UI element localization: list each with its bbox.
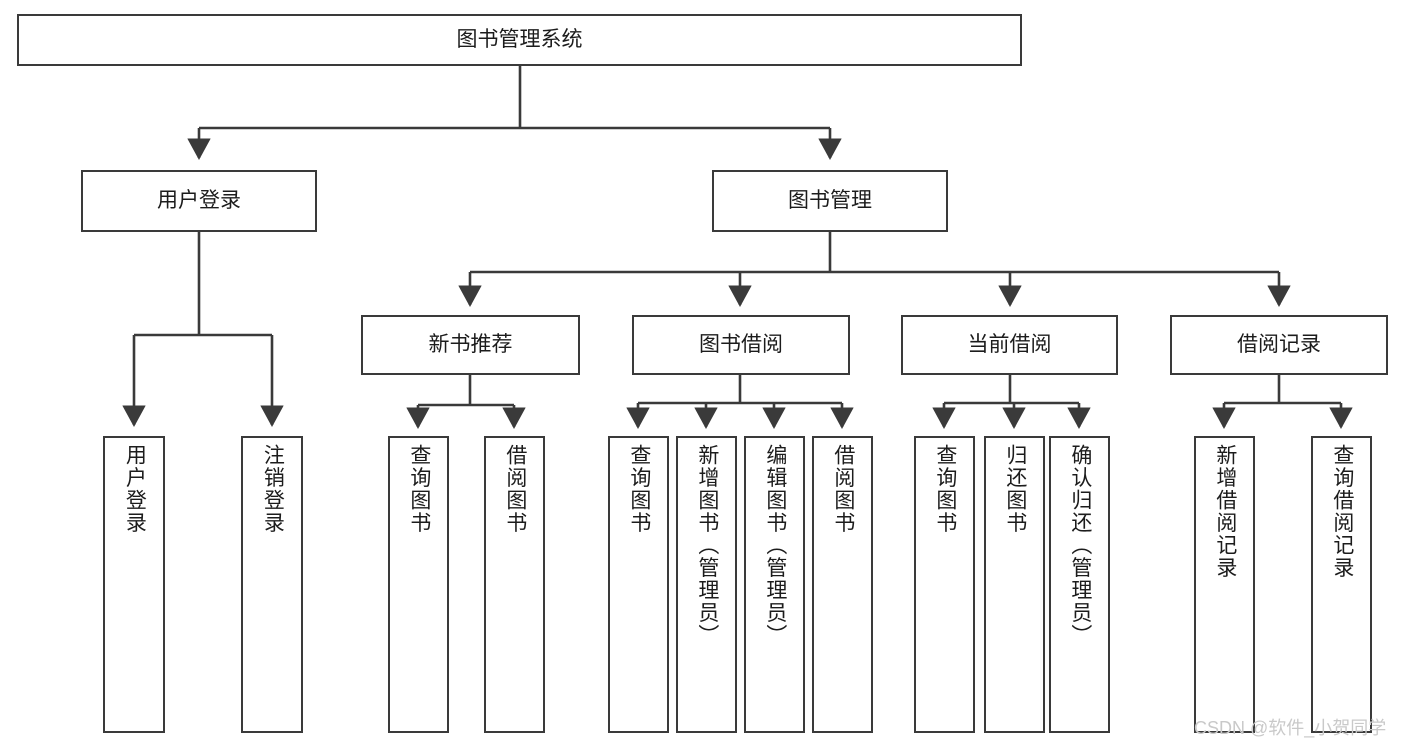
- node-leaf-user-logout[interactable]: 注销登录: [241, 436, 303, 733]
- node-leaf-user-login[interactable]: 用户登录: [103, 436, 165, 733]
- node-book-manage-label: 图书管理: [788, 188, 872, 212]
- node-book-borrow-label: 图书借阅: [699, 332, 783, 356]
- node-user-login-label: 用户登录: [157, 188, 241, 212]
- node-book-borrow[interactable]: 图书借阅: [632, 315, 850, 375]
- node-leaf-edit-book[interactable]: 编辑图书（管理员）: [744, 436, 805, 733]
- node-root[interactable]: 图书管理系统: [17, 14, 1022, 66]
- node-current-borrow[interactable]: 当前借阅: [901, 315, 1118, 375]
- watermark: CSDN @软件_小贺同学: [1194, 718, 1387, 738]
- node-user-login[interactable]: 用户登录: [81, 170, 317, 232]
- node-leaf-query-book-2[interactable]: 查询图书: [608, 436, 669, 733]
- node-new-book-recommend-label: 新书推荐: [428, 332, 513, 356]
- node-leaf-borrow-book-1-label: 借阅图书: [503, 444, 527, 534]
- node-leaf-query-record-label: 查询借阅记录: [1330, 444, 1354, 579]
- node-borrow-record[interactable]: 借阅记录: [1170, 315, 1388, 375]
- node-leaf-add-book-label: 新增图书（管理员）: [695, 444, 719, 647]
- node-leaf-return-book[interactable]: 归还图书: [984, 436, 1045, 733]
- node-book-manage[interactable]: 图书管理: [712, 170, 948, 232]
- node-leaf-query-book-3-label: 查询图书: [933, 444, 957, 534]
- node-leaf-add-record[interactable]: 新增借阅记录: [1194, 436, 1255, 733]
- node-leaf-query-book-3[interactable]: 查询图书: [914, 436, 975, 733]
- node-leaf-borrow-book-2-label: 借阅图书: [831, 444, 855, 534]
- node-leaf-edit-book-label: 编辑图书（管理员）: [763, 444, 787, 647]
- node-leaf-borrow-book-1[interactable]: 借阅图书: [484, 436, 545, 733]
- node-leaf-add-book[interactable]: 新增图书（管理员）: [676, 436, 737, 733]
- node-leaf-query-record[interactable]: 查询借阅记录: [1311, 436, 1372, 733]
- node-leaf-add-record-label: 新增借阅记录: [1213, 444, 1237, 579]
- node-leaf-query-book-1[interactable]: 查询图书: [388, 436, 449, 733]
- node-root-label: 图书管理系统: [456, 27, 583, 51]
- node-leaf-borrow-book-2[interactable]: 借阅图书: [812, 436, 873, 733]
- node-leaf-query-book-1-label: 查询图书: [407, 444, 431, 534]
- node-leaf-return-book-label: 归还图书: [1003, 444, 1027, 534]
- node-leaf-user-logout-label: 注销登录: [261, 444, 285, 534]
- node-borrow-record-label: 借阅记录: [1237, 332, 1321, 356]
- node-leaf-confirm-return-label: 确认归还（管理员）: [1068, 444, 1092, 647]
- node-leaf-user-login-label: 用户登录: [123, 444, 147, 534]
- node-current-borrow-label: 当前借阅: [967, 332, 1052, 356]
- node-leaf-confirm-return[interactable]: 确认归还（管理员）: [1049, 436, 1110, 733]
- node-new-book-recommend[interactable]: 新书推荐: [361, 315, 580, 375]
- node-leaf-query-book-2-label: 查询图书: [627, 444, 651, 534]
